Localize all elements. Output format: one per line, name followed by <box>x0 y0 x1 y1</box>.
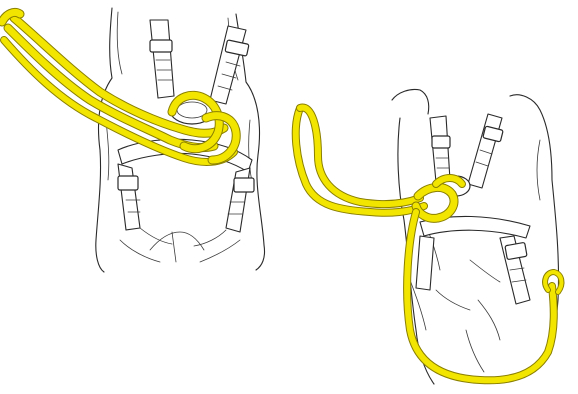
left-shoulder-buckle <box>150 40 172 52</box>
right-waist-leg-straps <box>416 216 530 310</box>
left-yellow-sling <box>2 12 236 162</box>
right-leg-buckle <box>234 178 254 192</box>
right-figure <box>296 89 562 384</box>
left-shoulder-straps <box>150 20 249 104</box>
right-torso-outline <box>392 89 559 384</box>
right-fig-left-shoulder-buckle <box>432 136 450 148</box>
left-leg-buckle <box>118 176 138 190</box>
left-figure <box>2 8 265 272</box>
right-fig-leg-buckle <box>505 242 527 259</box>
